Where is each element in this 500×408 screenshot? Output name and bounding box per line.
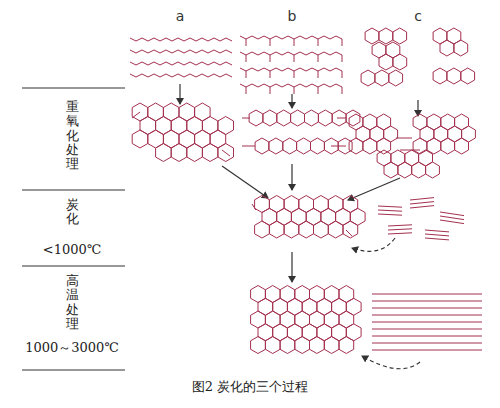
branched-chain [240, 36, 342, 46]
lamella-stack [378, 206, 402, 215]
polymer-chain [130, 74, 232, 77]
condensed-network [349, 114, 398, 154]
column-letter: c [414, 8, 422, 25]
column-letter: b [288, 8, 297, 25]
lamella-stack [440, 212, 464, 224]
divider-line [22, 369, 125, 370]
dashed-arrow [352, 238, 395, 251]
stage-label: 炭化 [66, 198, 79, 227]
chain-end [252, 204, 352, 236]
ladder-network [132, 103, 233, 162]
polymer-chain [130, 38, 232, 41]
condensed-network [377, 150, 439, 178]
divider-line [22, 265, 125, 266]
aromatic-cluster [433, 68, 475, 84]
flow-arrow [291, 164, 292, 190]
flow-arrow [291, 94, 292, 108]
molecular-structures [130, 28, 482, 354]
chain-end [132, 112, 230, 156]
figure-caption: 图2 炭化的三个过程 [192, 378, 308, 396]
graphite-planes [372, 294, 482, 350]
divider-line [22, 189, 125, 190]
temperature-label: <1000℃ [43, 242, 102, 258]
aromatic-cluster [372, 42, 407, 70]
flow-arrow [291, 252, 292, 282]
branched-chain [240, 84, 342, 94]
lamella-stack [410, 198, 434, 208]
temperature-label: 1000～3000℃ [25, 340, 119, 356]
polymer-chain [130, 50, 232, 53]
flow-arrow [179, 84, 180, 104]
carbon-layer [255, 196, 366, 239]
branched-chain [240, 52, 342, 62]
stage-dividers [22, 88, 125, 370]
cross-link [396, 138, 420, 150]
stage-label: 重氧化处理 [66, 100, 79, 171]
lamella-stack [388, 225, 412, 234]
flow-arrow [348, 178, 400, 200]
stage-label: 高温处理 [66, 274, 79, 331]
divider-line [22, 87, 125, 88]
process-arrows [180, 84, 420, 369]
lamella-stack [425, 230, 449, 240]
flow-arrow [417, 100, 418, 116]
polymer-chain [130, 62, 232, 65]
graphite-layer [251, 286, 362, 354]
branched-chain [240, 68, 342, 78]
aromatic-cluster [365, 28, 407, 44]
column-letter: a [176, 8, 185, 25]
condensed-network [413, 114, 475, 154]
aromatic-cluster [361, 70, 403, 86]
flow-arrow [222, 166, 268, 198]
dashed-arrow [362, 356, 420, 369]
aromatic-cluster [433, 28, 468, 56]
chain-end [242, 118, 346, 146]
